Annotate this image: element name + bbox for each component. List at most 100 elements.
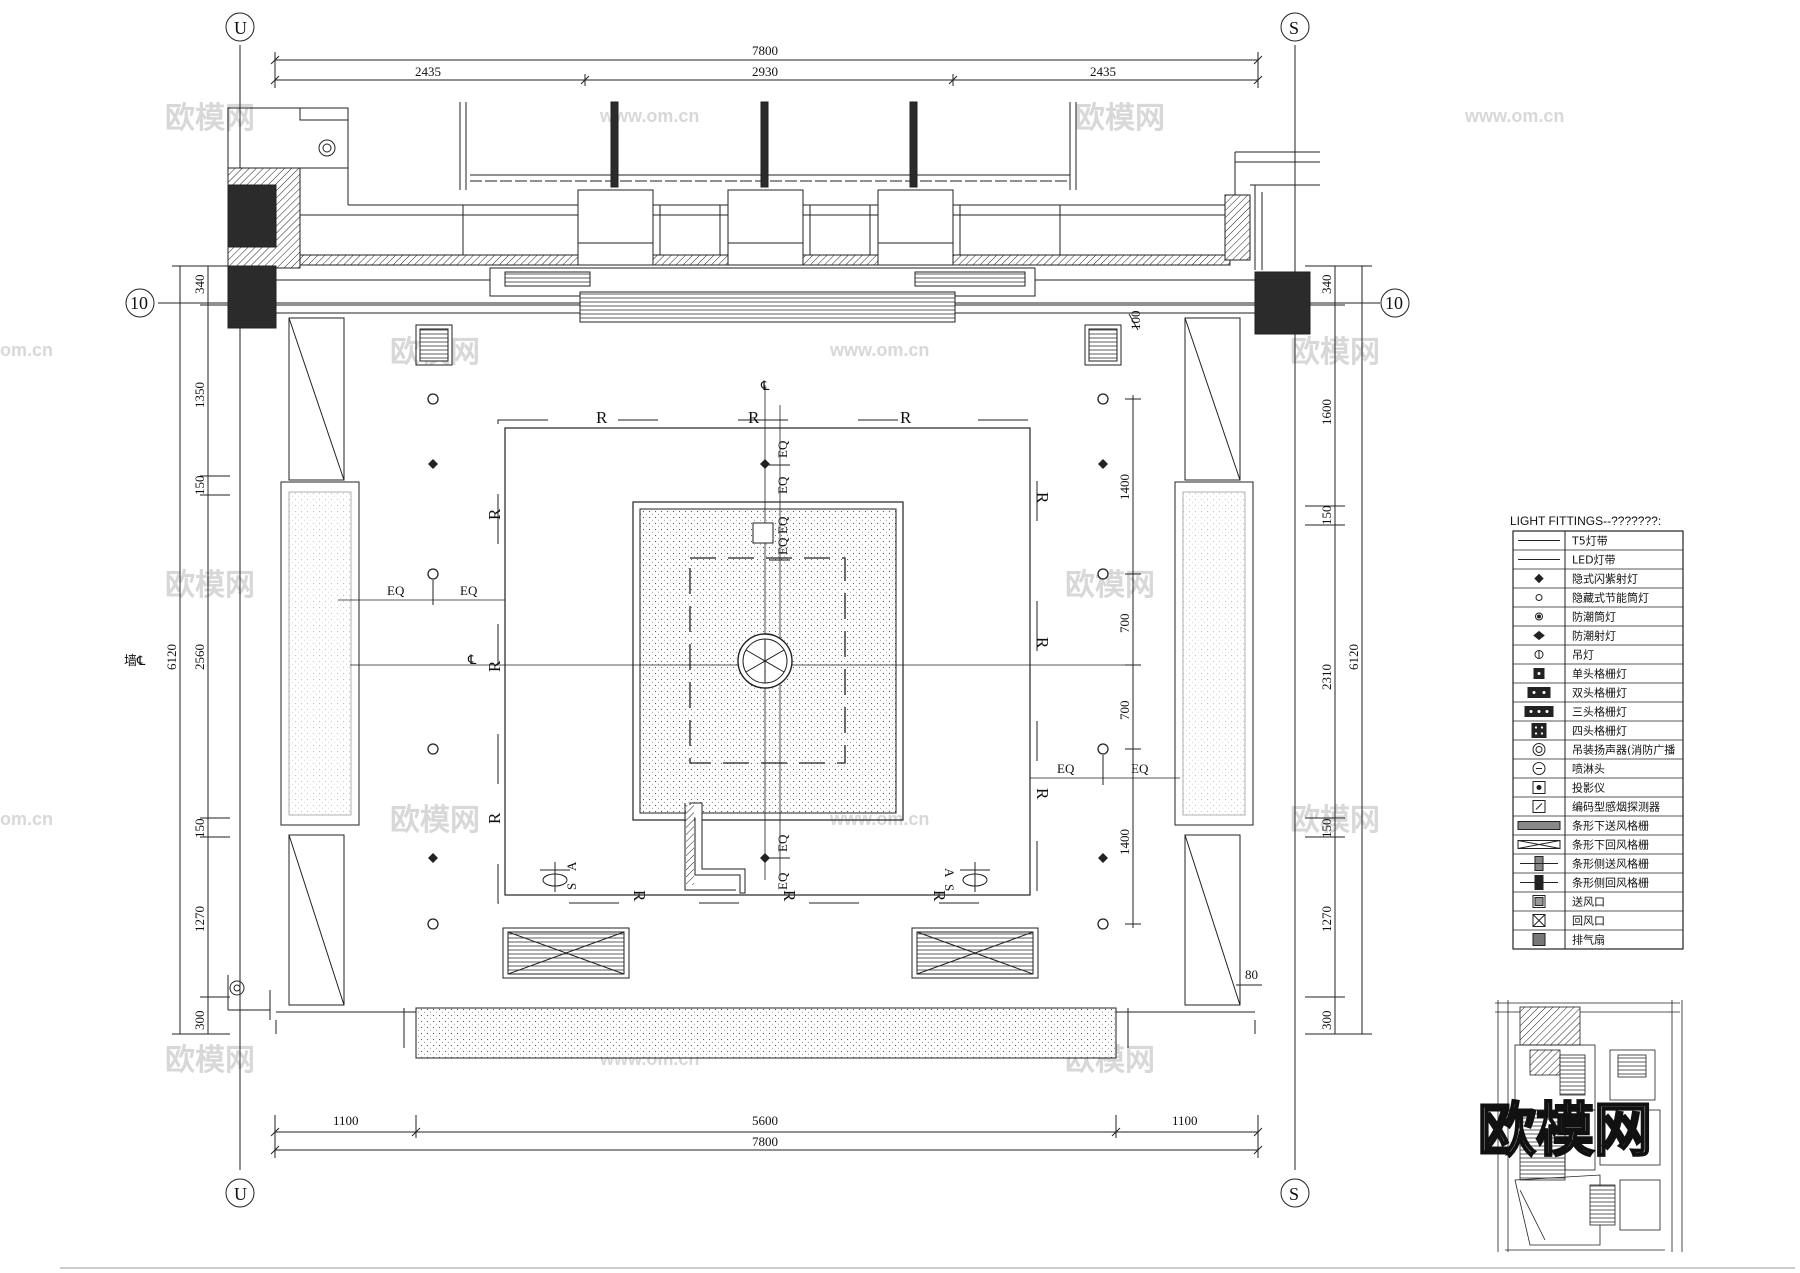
dim-right-a: 340 — [1319, 275, 1334, 295]
legend-row: 送风口 — [1513, 891, 1683, 909]
window-wall — [227, 101, 1320, 270]
dim-right-d: 2310 — [1319, 664, 1334, 690]
spotlights — [428, 459, 1108, 863]
supply-vent-icon — [1532, 895, 1546, 908]
dim-inner-v4: 1400 — [1117, 829, 1132, 855]
legend-label: 防潮射灯 — [1572, 629, 1616, 643]
dimension-bottom — [270, 1115, 1263, 1158]
legend-rows: T5灯带LED灯带隐式闪紫射灯隐藏式节能筒灯防潮筒灯防潮射灯吊灯单头格栅灯双头格… — [1513, 535, 1683, 947]
r-label: R — [485, 660, 504, 672]
dim-left-e: 150 — [192, 819, 207, 839]
dim-top-seg2: 2930 — [752, 64, 778, 79]
section-label-s: S — [942, 884, 957, 891]
legend-label: 喷淋头 — [1572, 763, 1605, 776]
legend-row: T5灯带 — [1518, 535, 1608, 548]
legend-label: 条形侧送风格栅 — [1572, 857, 1649, 871]
legend-row: 回风口 — [1513, 910, 1683, 928]
section-marker-left-icon — [540, 862, 570, 892]
legend-row: 条形下回风格栅 — [1513, 834, 1683, 852]
eq-label: EQ — [775, 476, 790, 494]
legend-row: 投影仪 — [1513, 777, 1683, 795]
side-return-icon — [1520, 875, 1558, 890]
dim-left-c: 150 — [192, 476, 207, 496]
return-vent-icon — [1532, 914, 1546, 927]
dimension-right — [1305, 265, 1372, 1035]
exhaust-icon — [1532, 933, 1546, 946]
section-label-a: A — [564, 861, 579, 871]
eq-label: EQ — [775, 834, 790, 852]
grid-bubble-right-bottom: S — [1289, 1184, 1299, 1204]
dimension-right-labels: 340 1600 150 2310 150 1270 300 6120 — [1319, 275, 1361, 1031]
legend-label: 三头格栅灯 — [1572, 705, 1627, 719]
legend-row: 隐式闪紫射灯 — [1513, 568, 1683, 586]
legend-label: T5灯带 — [1571, 535, 1608, 548]
dim-top-seg3: 2435 — [1090, 64, 1116, 79]
dim-inner-top: 100 — [1128, 311, 1143, 331]
wall-center-label: 墙℄ — [124, 653, 146, 668]
dim-inner-small: 80 — [1245, 967, 1258, 982]
watermark-brand: 欧模网 — [390, 804, 480, 837]
r-label: R — [780, 890, 799, 902]
dim-right-e: 150 — [1319, 819, 1334, 839]
diamond-solid-icon — [1533, 630, 1545, 641]
grille-2-icon — [1527, 687, 1551, 698]
dimension-left-labels: 340 1350 150 2560 150 1270 300 6120 墙℄ — [124, 275, 207, 1031]
watermark-url: om.cn — [0, 809, 53, 829]
dim-left-b: 1350 — [192, 382, 207, 408]
legend-title: LIGHT FITTINGS--???????: — [1510, 514, 1661, 528]
watermark-brand: 欧模网 — [165, 1044, 255, 1077]
watermark-brand: 欧模网 — [1075, 102, 1165, 135]
dim-top-total: 7800 — [752, 43, 778, 58]
smoke-detector-icon — [1532, 800, 1546, 813]
legend-label: 条形下回风格栅 — [1572, 838, 1649, 852]
projector-icon — [1532, 781, 1546, 794]
watermark-url: www.om.cn — [829, 340, 929, 360]
legend-row: 条形侧回风格栅 — [1513, 872, 1683, 890]
legend-row: 双头格栅灯 — [1513, 682, 1683, 700]
dim-inner-v1: 1400 — [1117, 474, 1132, 500]
r-label: R — [1033, 492, 1052, 504]
eq-labels: EQ EQ EQ EQ EQ EQ EQ EQ EQ EQ — [387, 440, 1149, 890]
dim-left-d: 2560 — [192, 644, 207, 670]
r-label: R — [1033, 637, 1052, 649]
r-label: R — [930, 890, 949, 902]
section-label-a: A — [942, 868, 957, 878]
dim-left-f: 1270 — [192, 906, 207, 932]
circle-icon — [1535, 594, 1543, 601]
curtain-beam — [227, 265, 1311, 335]
legend-row: 单头格栅灯 — [1513, 663, 1683, 681]
center-eq-ticks — [432, 427, 1104, 896]
eq-label: EQ — [775, 537, 790, 555]
watermark-url: www.om.cn — [599, 106, 699, 126]
watermark-brand: 欧模网 — [165, 102, 255, 135]
r-label: R — [630, 890, 649, 902]
dim-top-seg1: 2435 — [415, 64, 441, 79]
legend-label: 单头格栅灯 — [1572, 667, 1627, 681]
legend-label: 隐藏式节能筒灯 — [1572, 591, 1649, 605]
key-plan — [1495, 1000, 1683, 1252]
pendant-icon — [1534, 650, 1544, 659]
legend-row: 喷淋头 — [1513, 758, 1683, 776]
center-mark: ℄ — [467, 652, 477, 667]
watermark-brand: 欧模网 — [165, 569, 255, 602]
legend-row: 排气扇 — [1513, 929, 1683, 947]
legend-label: 隐式闪紫射灯 — [1572, 572, 1638, 586]
legend-label: 吊装扬声器(消防广播 — [1572, 743, 1675, 757]
grid-bubble-left-bottom: U — [234, 1184, 247, 1204]
side-supply-icon — [1520, 856, 1558, 871]
grid-bubble-right-top: S — [1289, 18, 1299, 38]
legend-label: LED灯带 — [1572, 554, 1616, 567]
legend-label: 双头格栅灯 — [1572, 686, 1627, 700]
legend-label: 四头格栅灯 — [1572, 724, 1627, 738]
legend-row: 防潮射灯 — [1513, 625, 1683, 643]
watermark-brand: 欧模网 — [1065, 569, 1155, 602]
eq-label: EQ — [775, 872, 790, 890]
r-label: R — [900, 408, 912, 427]
grille-1-icon — [1533, 668, 1545, 679]
legend-label: 条形侧回风格栅 — [1572, 876, 1649, 890]
legend-row: 吊装扬声器(消防广播 — [1513, 739, 1683, 757]
dim-bottom-seg3: 1100 — [1172, 1113, 1198, 1128]
watermark-url: www.om.cn — [829, 809, 929, 829]
diamond-icon — [1534, 573, 1544, 584]
